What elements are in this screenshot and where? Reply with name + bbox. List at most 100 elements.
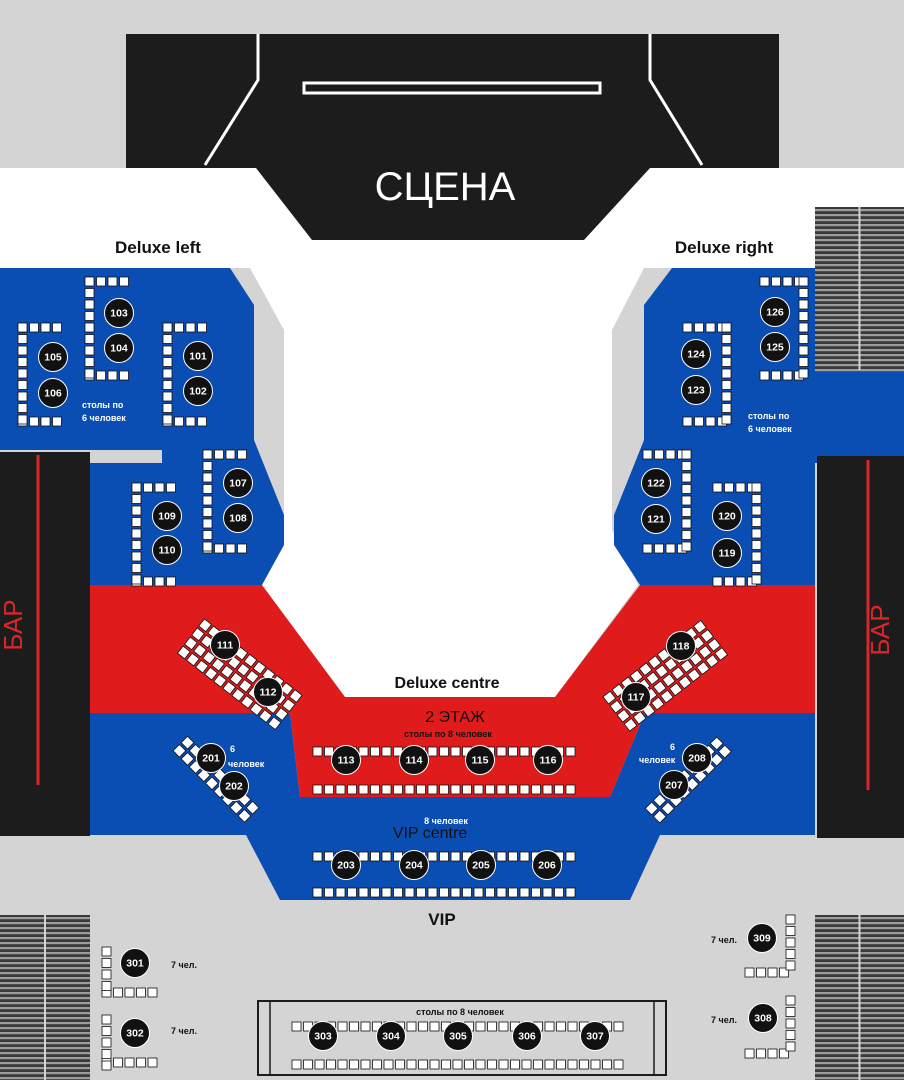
zone-label-deluxe-right: Deluxe right (675, 238, 774, 257)
chair (324, 746, 334, 757)
chair (700, 628, 714, 643)
table-116[interactable]: 116 (533, 745, 563, 775)
chair (312, 851, 323, 862)
table-124[interactable]: 124 (681, 339, 711, 369)
chair (508, 851, 518, 862)
table-120[interactable]: 120 (712, 501, 742, 531)
chair (231, 688, 246, 702)
chair (147, 1057, 158, 1068)
table-115-disc (465, 745, 495, 775)
table-203[interactable]: 203 (331, 850, 361, 880)
table-117[interactable]: 117 (621, 682, 651, 712)
table-125[interactable]: 125 (760, 332, 790, 362)
table-115[interactable]: 115 (465, 745, 495, 775)
chair (107, 276, 118, 287)
stage-bar (302, 81, 602, 95)
table-121[interactable]: 121 (641, 504, 671, 534)
table-119[interactable]: 119 (712, 538, 742, 568)
chair (510, 1059, 520, 1070)
table-306[interactable]: 306 (512, 1021, 542, 1051)
chair (202, 541, 213, 552)
chair (632, 710, 647, 725)
chair (681, 461, 692, 471)
hall-floor (0, 168, 904, 697)
chair (214, 543, 224, 554)
table-201[interactable]: 201 (196, 743, 226, 773)
table-205[interactable]: 205 (466, 850, 496, 880)
chair (136, 1057, 146, 1068)
table-207[interactable]: 207 (659, 770, 689, 800)
bar-left: БАР (0, 452, 90, 836)
chair (544, 1021, 555, 1032)
table-203-number: 203 (337, 860, 355, 872)
table-105[interactable]: 105 (38, 342, 68, 372)
table-104[interactable]: 104 (104, 333, 134, 363)
table-103[interactable]: 103 (104, 298, 134, 328)
chair (191, 627, 205, 642)
table-102[interactable]: 102 (183, 376, 213, 406)
chair (682, 322, 693, 333)
chair (785, 1018, 796, 1029)
table-309[interactable]: 309 (747, 923, 777, 953)
chair (450, 887, 461, 898)
chair (222, 680, 237, 695)
table-112[interactable]: 112 (253, 677, 283, 707)
table-126[interactable]: 126 (760, 297, 790, 327)
chair (202, 484, 213, 494)
chair (464, 1059, 474, 1070)
table-308[interactable]: 308 (748, 1003, 778, 1033)
table-125-number: 125 (766, 342, 784, 354)
chair (721, 414, 732, 425)
table-122[interactable]: 122 (641, 468, 671, 498)
table-208[interactable]: 208 (682, 743, 712, 773)
table-303[interactable]: 303 (308, 1021, 338, 1051)
chair (113, 1057, 123, 1068)
table-110[interactable]: 110 (152, 535, 182, 565)
table-108[interactable]: 108 (223, 503, 253, 533)
table-305-disc (443, 1021, 473, 1051)
table-111-disc (210, 630, 240, 660)
chair (214, 449, 224, 460)
table-204[interactable]: 204 (399, 850, 429, 880)
table-302[interactable]: 302 (120, 1018, 150, 1048)
chair (751, 494, 762, 504)
chair (656, 648, 671, 662)
table-305[interactable]: 305 (443, 1021, 473, 1051)
table-107[interactable]: 107 (223, 468, 253, 498)
chair (281, 698, 296, 712)
chair (694, 416, 704, 427)
chair (84, 288, 95, 298)
table-301[interactable]: 301 (120, 948, 150, 978)
chair (798, 345, 809, 356)
chair (324, 784, 334, 795)
table-114-disc (399, 745, 429, 775)
chair (17, 414, 28, 425)
table-104-disc (104, 333, 134, 363)
chair (756, 967, 766, 978)
table-109[interactable]: 109 (152, 501, 182, 531)
chair (312, 746, 323, 757)
table-117-number: 117 (628, 692, 645, 704)
table-202[interactable]: 202 (219, 771, 249, 801)
chair (202, 518, 213, 529)
table-302-disc (120, 1018, 150, 1048)
chair (229, 671, 244, 686)
table-301-disc (120, 948, 150, 978)
table-206[interactable]: 206 (532, 850, 562, 880)
chair (670, 666, 685, 681)
chair (429, 1021, 440, 1032)
table-113-disc (331, 745, 361, 775)
table-118[interactable]: 118 (666, 631, 696, 661)
table-111[interactable]: 111 (210, 630, 240, 660)
table-114[interactable]: 114 (399, 745, 429, 775)
table-106[interactable]: 106 (38, 378, 68, 408)
chair (668, 682, 683, 697)
chair (654, 543, 664, 554)
table-101[interactable]: 101 (183, 341, 213, 371)
table-113[interactable]: 113 (331, 745, 361, 775)
table-304[interactable]: 304 (376, 1021, 406, 1051)
chair (17, 334, 28, 344)
table-123[interactable]: 123 (681, 375, 711, 405)
chair (660, 801, 675, 816)
table-307[interactable]: 307 (580, 1021, 610, 1051)
